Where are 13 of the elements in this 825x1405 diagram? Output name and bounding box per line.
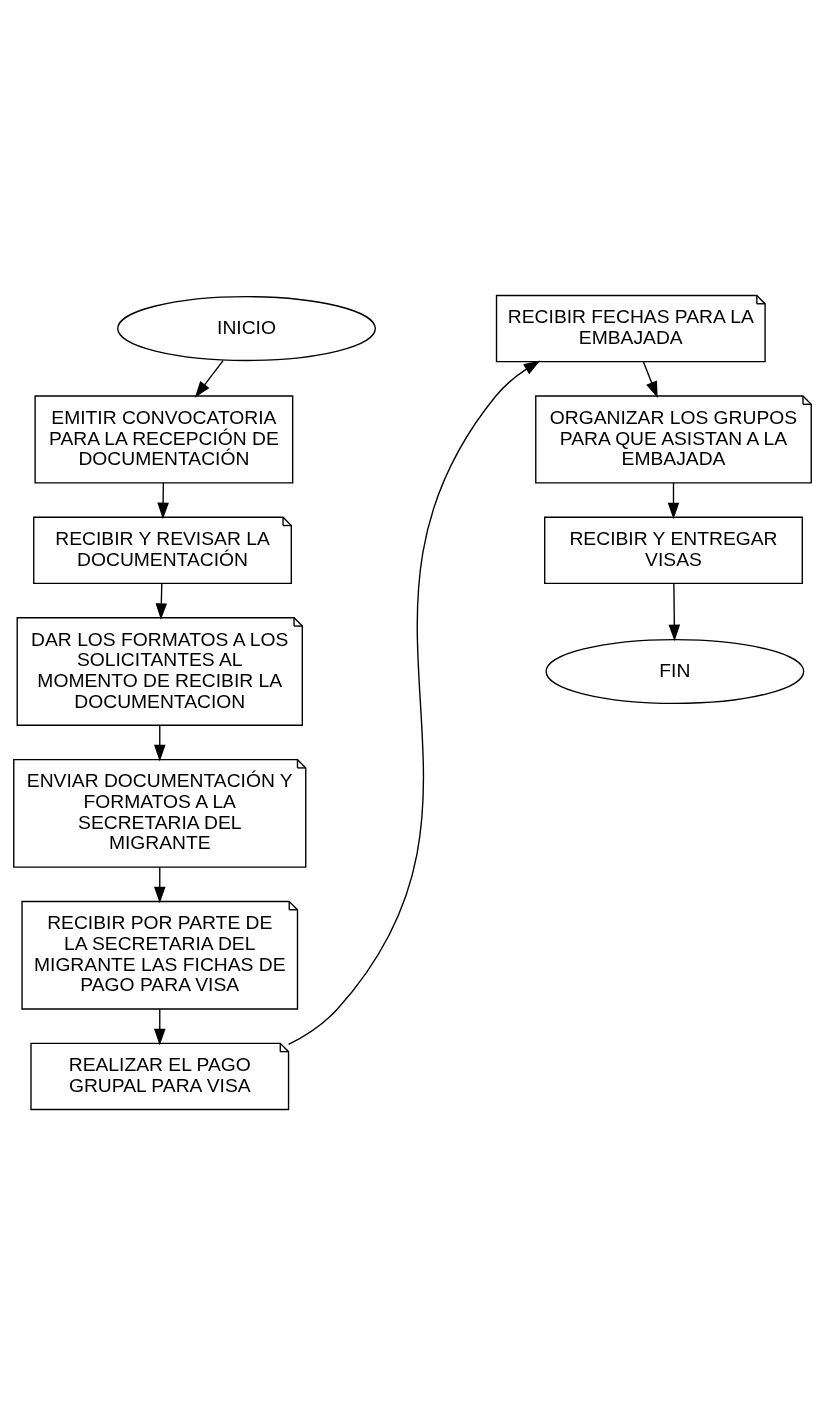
arrow xyxy=(153,866,166,904)
arrow xyxy=(667,482,680,520)
arrow xyxy=(668,582,681,642)
node-box: EMITIR CONVOCATORIA PARA LA RECEPCIÓN DE DOCUMENTACIÓN xyxy=(34,395,294,484)
node-ellipse: FIN xyxy=(545,638,805,705)
arrow xyxy=(157,482,169,520)
arrow xyxy=(642,361,658,398)
node-box: RECIBIR Y ENTREGAR VISAS xyxy=(544,516,803,585)
arrow xyxy=(153,724,166,762)
arrow xyxy=(155,582,168,620)
arrow xyxy=(153,1008,166,1046)
arrow xyxy=(194,359,224,398)
node-ellipse: INICIO xyxy=(117,295,376,362)
